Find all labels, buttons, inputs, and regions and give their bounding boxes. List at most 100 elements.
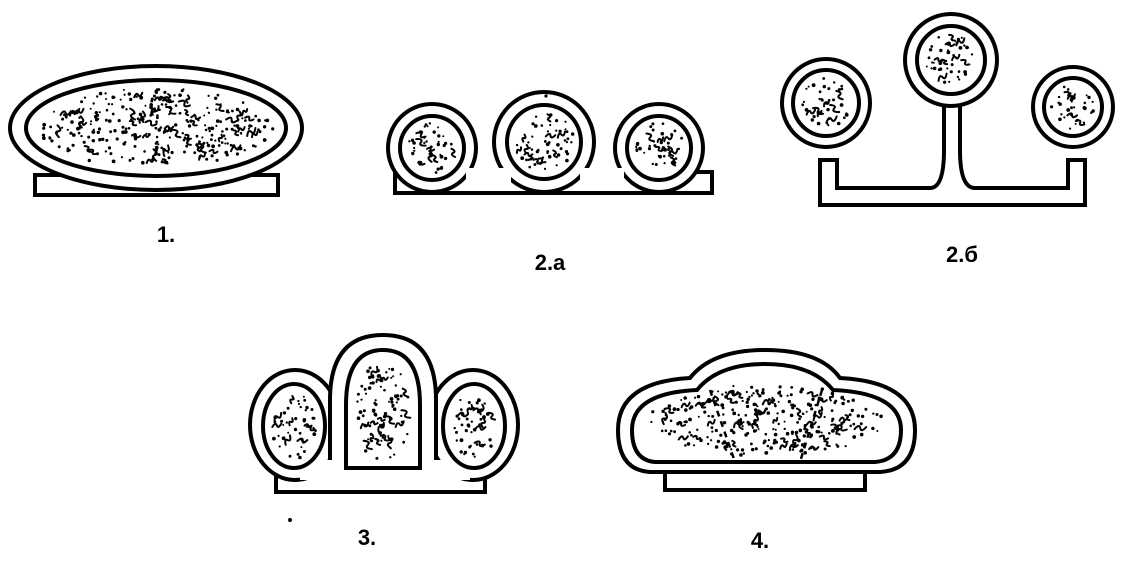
texture-squiggle [197,146,200,151]
texture-dot [643,152,645,154]
texture-dot [165,103,168,106]
texture-dot [412,141,416,145]
texture-squiggle [168,94,171,100]
texture-dot [388,401,390,403]
texture-dot [413,147,415,149]
texture-dot [852,399,855,402]
texture-dot [461,424,464,427]
texture-dot [803,451,807,455]
texture-dot [812,83,816,87]
texture-dot [753,403,757,407]
texture-dot [390,377,392,379]
texture-squiggle [548,114,551,121]
texture-dot [845,445,847,447]
texture-dot [731,408,734,411]
texture-dot [648,147,651,150]
texture-dot [444,142,447,145]
texture-dot [182,88,184,90]
texture-dot [698,416,700,418]
texture-dot [423,142,425,144]
texture-dot [965,46,969,50]
texture-dot [768,439,770,441]
texture-dot [683,396,687,400]
texture-dot [300,406,302,408]
stray-speck-top [544,94,547,97]
texture-dot [470,445,472,447]
texture-dot [153,95,156,98]
texture-dot [708,415,710,417]
texture-dot [833,81,835,83]
texture-dot [205,158,208,161]
texture-dot [218,144,221,147]
texture-dot [817,426,820,429]
texture-dot [206,142,208,144]
texture-dot [566,141,568,143]
texture-dot [534,124,538,128]
texture-dot [442,135,444,137]
texture-dot [312,417,315,420]
texture-dot [471,421,473,423]
texture-dot [385,371,387,373]
figure-2a-connector-left [466,168,511,182]
texture-dot [50,139,53,142]
texture-dot [244,149,246,151]
texture-dot [670,430,673,433]
texture-dot [831,418,834,421]
texture-squiggle [732,441,735,447]
texture-dot [520,156,524,160]
texture-dot [219,120,222,123]
texture-dot [857,414,860,417]
texture-dot [395,384,397,386]
texture-dot [360,399,362,401]
texture-dot [840,85,843,88]
texture-dot [67,147,70,150]
texture-dot [289,455,292,458]
texture-dot [876,413,879,416]
texture-dot [208,112,210,114]
texture-dot [122,126,125,129]
texture-dot [215,125,217,127]
texture-dot [366,369,370,373]
texture-dot [173,94,175,96]
texture-dot [80,135,82,137]
texture-dot [531,122,534,125]
texture-dot [694,397,696,399]
texture-dot [435,171,438,174]
texture-dot [203,115,205,117]
texture-dot [790,393,793,396]
texture-dot [104,92,106,94]
texture-dot [796,421,799,424]
texture-dot [224,138,226,140]
texture-dot [879,415,883,419]
texture-dot [388,368,390,370]
texture-dot [111,96,115,100]
texture-dot [204,124,206,126]
texture-dot [124,130,128,134]
texture-dot [132,157,135,160]
texture-dot [744,433,747,436]
figure-1-label: 1. [157,222,175,247]
texture-dot [864,408,867,411]
texture-dot [287,432,289,434]
texture-dot [732,385,734,387]
texture-dot [484,402,486,404]
texture-dot [719,434,722,437]
texture-dot [529,158,532,161]
texture-dot [260,130,262,132]
texture-dot [811,118,814,121]
texture-dot [820,98,823,101]
texture-squiggle [671,157,676,165]
texture-dot [91,130,95,134]
texture-dot [836,445,839,448]
texture-dot [175,104,178,107]
texture-dot [959,46,963,50]
texture-dot [278,435,280,437]
texture-dot [49,136,51,138]
texture-dot [105,150,107,152]
texture-dot [161,103,164,106]
texture-dot [670,420,673,423]
texture-dot [456,439,458,441]
texture-squiggle [381,378,388,381]
texture-dot [811,398,814,401]
texture-dot [636,143,639,146]
